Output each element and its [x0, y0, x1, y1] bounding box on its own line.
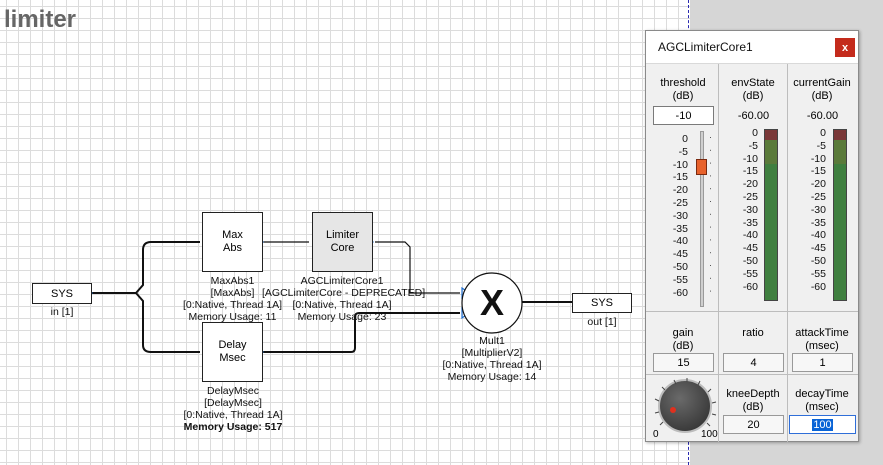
decaytime-field[interactable]: 100	[789, 415, 856, 434]
maxabs-caption-memory: Memory Usage: 11	[188, 311, 277, 323]
threshold-value-field[interactable]: -10	[653, 106, 714, 125]
wire-to-maxabs	[135, 241, 200, 294]
delay-caption-thread: [0:Native, Thread 1A]	[183, 409, 283, 421]
threshold-unit: (dB)	[672, 90, 694, 102]
delay-caption: DelayMsec [DelayMsec] [0:Native, Thread …	[168, 385, 298, 433]
currentgain-value: -60.00	[806, 109, 839, 122]
currentgain-value-field: -60.00	[792, 106, 853, 125]
decaytime-header: decayTime (msec)	[787, 388, 857, 414]
kneedepth-header: kneeDepth (dB)	[718, 388, 788, 414]
sys-out-caption: out [1]	[587, 316, 617, 328]
limiter-caption: AGCLimiterCore1 [AGCLimiterCore - DEPREC…	[262, 275, 426, 323]
row-divider	[646, 311, 858, 312]
gain-header: gain (dB)	[648, 327, 718, 353]
envstate-value-field: -60.00	[723, 106, 784, 125]
threshold-label: threshold	[660, 77, 706, 89]
kneedepth-field[interactable]: 20	[723, 415, 784, 434]
decaytime-label: decayTime	[795, 388, 849, 400]
ratio-header: ratio	[718, 327, 788, 340]
close-icon: x	[841, 41, 849, 54]
kneedepth-value: 20	[747, 418, 760, 431]
envstate-scale: 0-5-10 -15-20-25 -30-35-40 -45-50-55 -60	[742, 127, 758, 293]
knob-indicator	[670, 407, 676, 413]
limiter-caption-thread: [0:Native, Thread 1A]	[292, 299, 392, 311]
attacktime-header: attackTime (msec)	[787, 327, 857, 353]
decaytime-value: 100	[812, 418, 833, 431]
gain-value: 15	[677, 356, 690, 369]
mult-symbol: X	[480, 282, 504, 323]
currentgain-scale: 0-5-10 -15-20-25 -30-35-40 -45-50-55 -60	[810, 127, 826, 293]
attacktime-unit: (msec)	[805, 340, 839, 352]
mult-caption: Mult1 [MultiplierV2] [0:Native, Thread 1…	[432, 335, 552, 383]
gain-field[interactable]: 15	[653, 353, 714, 372]
maxabs-block[interactable]: Max Abs	[202, 212, 263, 272]
sys-in-block[interactable]: SYS	[32, 283, 92, 304]
row-divider	[646, 374, 858, 375]
limiter-block[interactable]: Limiter Core	[312, 212, 373, 272]
gain-label: gain	[672, 327, 694, 339]
currentgain-meter-fill	[834, 164, 846, 300]
sys-in-label: SYS	[50, 287, 73, 300]
decaytime-unit: (msec)	[805, 401, 839, 413]
sys-out-label: SYS	[590, 297, 613, 309]
envstate-unit: (dB)	[742, 90, 764, 102]
slider-ticks	[710, 137, 711, 292]
delay-caption-memory: Memory Usage: 517	[183, 421, 283, 433]
envstate-meter	[764, 129, 778, 301]
gain-unit: (dB)	[672, 340, 694, 352]
mult-block[interactable]: X	[461, 272, 523, 334]
maxabs-caption-type: [MaxAbs]	[210, 287, 255, 299]
mult-caption-name: Mult1	[479, 335, 505, 347]
delay-block[interactable]: Delay Msec	[202, 322, 263, 382]
envstate-value: -60.00	[737, 109, 770, 122]
threshold-slider-track[interactable]	[700, 131, 704, 307]
threshold-slider-handle[interactable]	[696, 159, 707, 175]
knob-max-label: 100	[701, 429, 718, 440]
ratio-field[interactable]: 4	[723, 353, 784, 372]
maxabs-caption-name: MaxAbs1	[210, 275, 255, 287]
limiter-caption-type: [AGCLimiterCore - DEPRECATED]	[262, 287, 426, 299]
knob-min-label: 0	[653, 429, 659, 440]
wire-delay-mult	[263, 312, 460, 353]
attacktime-value: 1	[819, 356, 826, 369]
knob-ticks	[654, 378, 717, 427]
threshold-scale: 0-5-10 -15-20-25 -30-35-40 -45-50-55 -60	[672, 133, 688, 299]
delay-caption-name: DelayMsec	[207, 385, 259, 397]
ratio-value: 4	[750, 356, 757, 369]
currentgain-meter	[833, 129, 847, 301]
maxabs-caption-thread: [0:Native, Thread 1A]	[182, 299, 283, 311]
delay-caption-type: [DelayMsec]	[204, 397, 262, 409]
limiter-caption-name: AGCLimiterCore1	[300, 275, 384, 287]
envstate-meter-fill	[765, 164, 777, 300]
envstate-header: envState (dB)	[718, 77, 788, 103]
mult-caption-type: [MultiplierV2]	[461, 347, 523, 359]
sys-in-caption: in [1]	[50, 306, 74, 318]
mult-caption-memory: Memory Usage: 14	[447, 371, 537, 383]
wire-limiter-mult	[375, 241, 460, 294]
kneedepth-unit: (dB)	[742, 401, 764, 413]
gain-knob[interactable]	[658, 379, 712, 433]
maxabs-caption: MaxAbs1 [MaxAbs] [0:Native, Thread 1A] M…	[170, 275, 295, 323]
sys-out-block[interactable]: SYS	[572, 293, 632, 313]
currentgain-unit: (dB)	[811, 90, 833, 102]
currentgain-label: currentGain	[793, 77, 851, 89]
attacktime-field[interactable]: 1	[792, 353, 853, 372]
wire-to-delay	[135, 292, 200, 353]
dialog-title: AGCLimiterCore1	[658, 40, 753, 54]
close-button[interactable]: x	[835, 38, 855, 57]
limiter-caption-memory: Memory Usage: 23	[297, 311, 387, 323]
threshold-header: threshold (dB)	[648, 77, 718, 103]
threshold-value: -10	[675, 109, 692, 122]
dialog-titlebar[interactable]: AGCLimiterCore1 x	[646, 31, 858, 64]
currentgain-header: currentGain (dB)	[787, 77, 857, 103]
column-divider	[787, 64, 788, 442]
mult-caption-thread: [0:Native, Thread 1A]	[442, 359, 542, 371]
page-title: limiter	[4, 6, 77, 33]
envstate-label: envState	[731, 77, 775, 89]
ratio-label: ratio	[742, 327, 764, 339]
kneedepth-label: kneeDepth	[726, 388, 780, 400]
attacktime-label: attackTime	[795, 327, 849, 339]
column-divider	[718, 64, 719, 442]
agc-limiter-dialog: AGCLimiterCore1 x threshold (dB) envStat…	[645, 30, 859, 442]
